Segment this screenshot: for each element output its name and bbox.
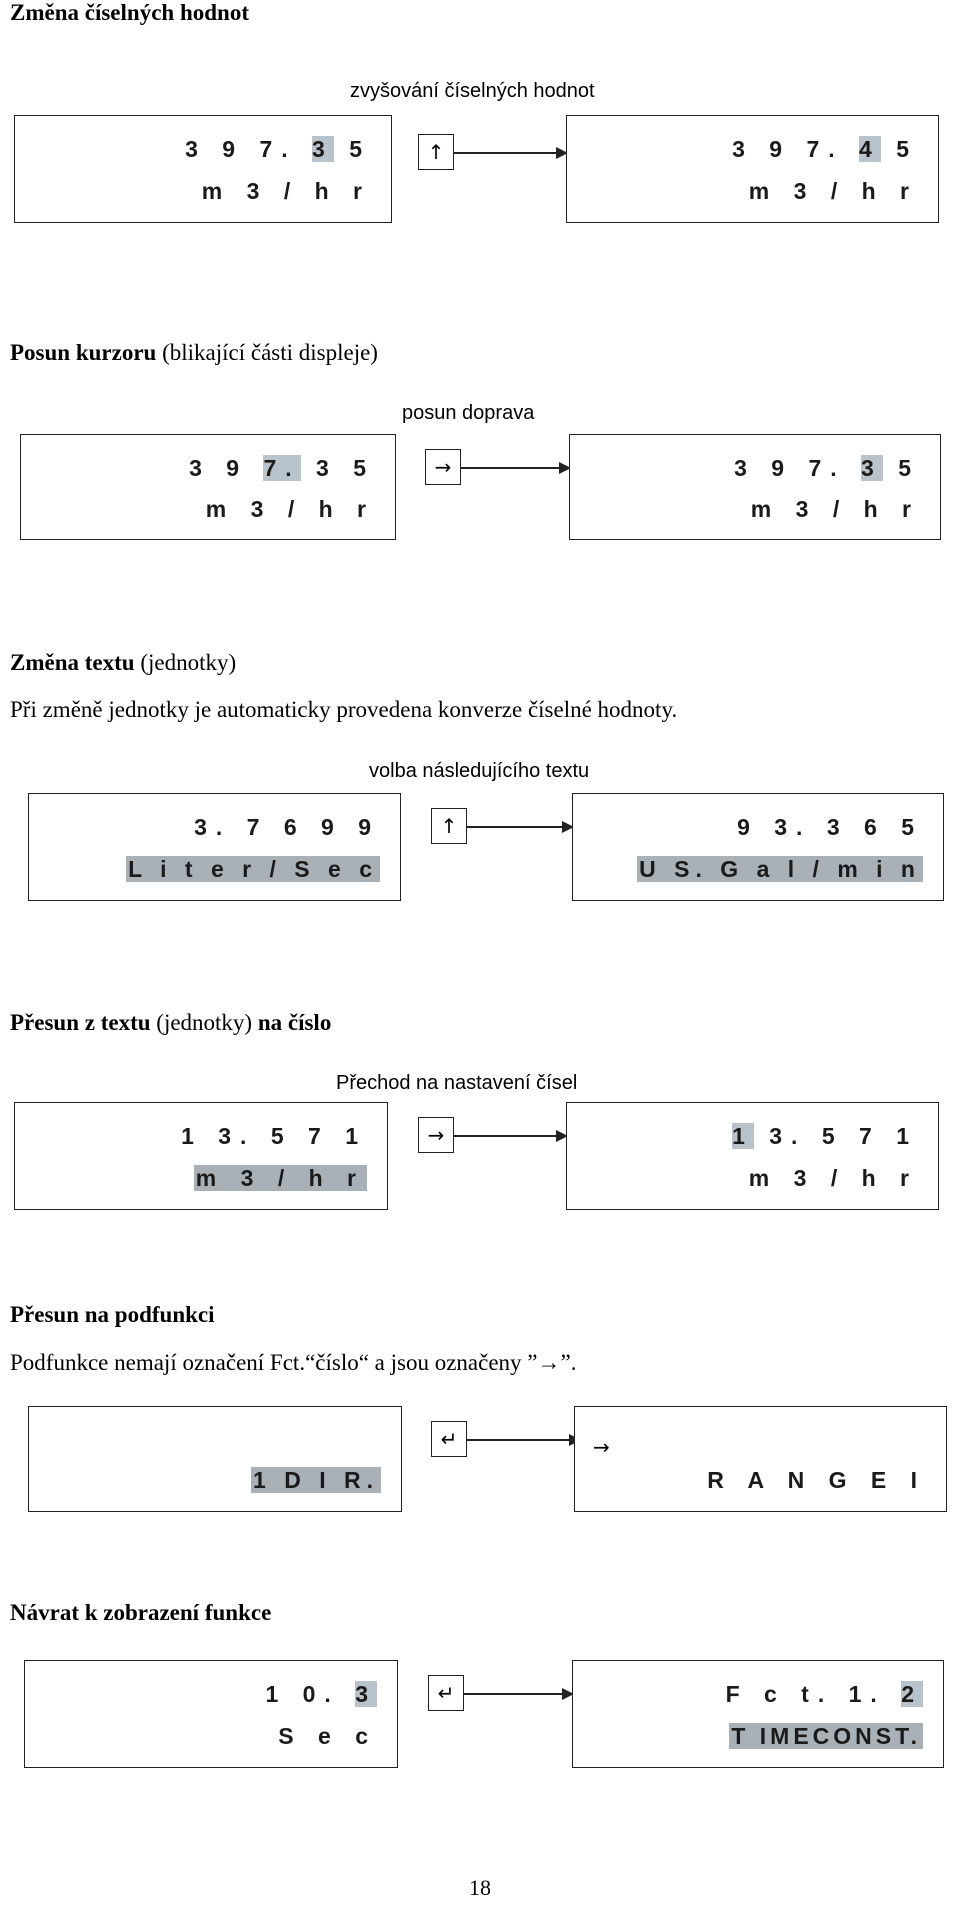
arrow-head-icon (556, 1130, 568, 1142)
arrow-head-icon (562, 821, 574, 833)
display-unit: m 3 / h r (205, 496, 375, 522)
right-key-icon: → (425, 449, 461, 485)
display-value: 9 3. 3 6 5 (737, 814, 923, 840)
arrow-connector (454, 1135, 558, 1137)
display-panel-before: 1 0. 3 S e c (24, 1660, 398, 1768)
display-unit: U S. G a l / m i n (637, 856, 923, 882)
caption-increase: zvyšování číselných hodnot (350, 80, 595, 102)
up-key-icon: ↑ (418, 134, 454, 170)
display-panel-before: 1 D I R. (28, 1406, 402, 1512)
enter-key-icon: ↵ (428, 1675, 464, 1711)
section-title-subfunction: Přesun na podfunkci (10, 1302, 215, 1327)
arrow-head-icon (562, 1688, 574, 1700)
arrow-head-icon (556, 147, 568, 159)
display-panel-after: 9 3. 3 6 5 U S. G a l / m i n (572, 793, 944, 901)
display-value: 3 9 7. 3 5 (185, 136, 371, 162)
section-title-number-change: Změna číselných hodnot (10, 0, 249, 25)
display-unit: L i t e r / S e c (126, 856, 380, 882)
display-panel-before: 3 9 7. 3 5 m 3 / h r (14, 115, 392, 223)
display-unit: T IMECONST. (729, 1723, 923, 1749)
display-panel-before: 1 3. 5 7 1 m 3 / h r (14, 1102, 388, 1210)
enter-key-icon: ↵ (431, 1421, 467, 1457)
display-panel-after: 1 3. 5 7 1 m 3 / h r (566, 1102, 939, 1210)
display-line: 1 D I R. (251, 1467, 381, 1493)
up-key-icon: ↑ (431, 808, 467, 844)
caption-move-right: posun doprava (402, 402, 535, 424)
section-title-text-to-number: Přesun z textu (jednotky) na číslo (10, 1010, 332, 1035)
arrow-connector (454, 152, 558, 154)
display-value: F c t. 1. 2 (725, 1681, 923, 1707)
display-panel-after: 3 9 7. 4 5 m 3 / h r (566, 115, 939, 223)
caption-next-text: volba následujícího textu (369, 760, 590, 782)
arrow-connector (467, 1439, 571, 1441)
arrow-connector (461, 467, 561, 469)
display-value: 1 3. 5 7 1 (181, 1123, 367, 1149)
display-panel-after: → R A N G E I (574, 1406, 947, 1512)
display-value: 3 9 7. 3 5 (734, 455, 920, 481)
arrow-connector (467, 826, 564, 828)
conversion-note: Při změně jednotky je automaticky proved… (10, 697, 678, 722)
display-panel-before: 3 9 7. 3 5 m 3 / h r (20, 434, 396, 540)
arrow-head-icon (559, 462, 571, 474)
section-title-cursor-move: Posun kurzoru (blikající části displeje) (10, 340, 378, 365)
display-value: 3 9 7. 3 5 (189, 455, 375, 481)
section-title-text-change: Změna textu (jednotky) (10, 650, 237, 675)
display-line: R A N G E I (707, 1467, 926, 1493)
display-panel-after: 3 9 7. 3 5 m 3 / h r (569, 434, 941, 540)
display-value: 3 9 7. 4 5 (732, 136, 918, 162)
display-unit: m 3 / h r (201, 178, 371, 204)
display-unit: m 3 / h r (193, 1165, 367, 1191)
subfunction-note: Podfunkce nemají označení Fct.“číslo“ a … (10, 1350, 577, 1375)
page-number: 18 (469, 1875, 491, 1900)
display-unit: m 3 / h r (748, 1165, 918, 1191)
subfunction-arrow-icon: → (593, 1435, 610, 1459)
right-key-icon: → (418, 1117, 454, 1153)
section-title-return: Návrat k zobrazení funkce (10, 1600, 272, 1625)
display-panel-before: 3. 7 6 9 9 L i t e r / S e c (28, 793, 401, 901)
display-value: 1 3. 5 7 1 (732, 1123, 918, 1149)
display-unit: m 3 / h r (748, 178, 918, 204)
caption-number-setting: Přechod na nastavení čísel (336, 1072, 578, 1094)
display-panel-after: F c t. 1. 2 T IMECONST. (572, 1660, 944, 1768)
display-value: 1 0. 3 (265, 1681, 377, 1707)
display-unit: m 3 / h r (750, 496, 920, 522)
display-value: 3. 7 6 9 9 (194, 814, 380, 840)
display-unit: S e c (278, 1723, 377, 1749)
arrow-connector (464, 1693, 564, 1695)
